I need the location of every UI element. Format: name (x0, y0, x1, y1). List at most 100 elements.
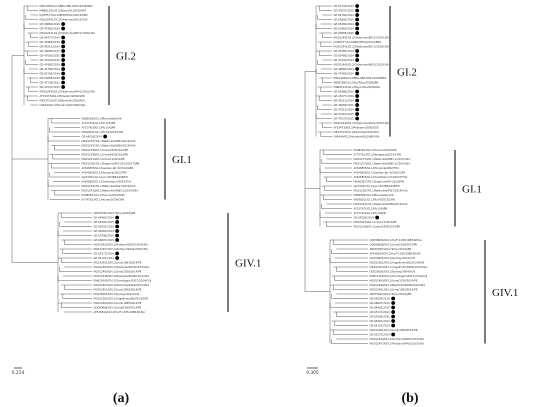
tip-label: MG012418/GI.1/Nashville/9985.1/2014/USA (82, 188, 139, 192)
tip-label: KB856963/GI.1/Manchester/UK (354, 193, 394, 197)
tip-label: GE-65004/2015 (370, 296, 391, 300)
study-sample-marker (355, 4, 360, 8)
study-sample-marker (115, 251, 120, 256)
tip-label: MG012434/GI.1/Lima/11/2014/PE (354, 220, 398, 224)
study-sample-marker (355, 58, 360, 62)
tip-label: AY237421/GI.1/Mc114/JPN (354, 206, 388, 210)
study-sample-marker (375, 215, 380, 220)
tip-label: DQ089688/GIV.1/Lima/1089/2014/PE (94, 305, 142, 309)
study-sample-marker (355, 89, 360, 94)
tip-label: AJ251991/GI.1/Lyon/30388/1998/FR (82, 175, 128, 179)
tip-label: GE-45513/2014 (334, 98, 355, 102)
clade-group: GE-67139/2015GE-47037/2015GE-64784/2014G… (315, 4, 390, 138)
tip-label: MG012400/GIV.1/Lima/1556/2014/PE (94, 269, 142, 273)
tip-label: AY646855/GI.1/Mongolia/2002/THA (82, 170, 128, 174)
study-sample-marker (115, 215, 120, 220)
tip-label: AY646855/GI.1/Sweden-gtc-5/2002/GER (354, 170, 406, 174)
tip-label: MG012400/GIV.1/Lima/1556/2014/PE (370, 278, 418, 282)
tree-branches: KB614056/GI.2/BRA-2BR-DP01/2006/BRAMN661… (11, 4, 152, 314)
study-sample-marker (115, 220, 120, 224)
study-sample-marker (355, 107, 360, 112)
tip-label: AY237421/GI.1/Mc114/JPN (82, 121, 116, 125)
tip-label: MG012398/GI.1/Lima/0930/2014/PE (82, 152, 129, 156)
tip-label: GE-64191/2014 (94, 256, 115, 260)
tip-label: KP298011/GI.1/Mc34/2013/CHN (354, 197, 395, 201)
tip-label: DQ525683/GIV.1/Sydney/2014/AUS (370, 256, 416, 260)
tip-label: AF294739/GI.2/Potsdam/2000/GER (40, 94, 85, 98)
tip-label: GE-46860/2014 (40, 22, 61, 26)
study-sample-marker (355, 13, 360, 17)
tip-label: MG012401/GIV.1/Lima/1083/2014/PE (94, 260, 142, 264)
tree-panel-a: KB614056/GI.2/BRA-2BR-DP01/2006/BRAMN661… (12, 4, 262, 376)
tip-label: GE-64962/2014 (94, 229, 115, 233)
study-sample-marker (61, 76, 66, 80)
tree-branches: GE-67139/2015GE-47037/2015GE-64784/2014G… (304, 4, 427, 345)
study-sample-marker (61, 71, 66, 76)
clade-group: AB970595/GIV.1/Tokyo/2016/JPNGE-64962/20… (57, 211, 152, 314)
tip-label: GE-32968/2015 (40, 40, 61, 44)
clade-label: GI.2 (397, 66, 417, 78)
tip-label: KY747503/GI.1/Hengyang/2014/CHN (354, 152, 401, 156)
study-sample-marker (61, 49, 66, 53)
tip-label: GE-65005/2014 (94, 224, 115, 228)
panel-label-b: (b) (401, 391, 418, 406)
study-sample-marker (355, 8, 360, 13)
tip-label: MN661542/GI.2/Rayon/GL2009/ARG (334, 85, 381, 89)
tip-label: GE-65480/2014 (334, 53, 355, 57)
tip-label: GE-65480/2014 (334, 22, 355, 26)
tip-label: GE-66697/2015 (94, 238, 115, 242)
tip-label: GE-47650/2015 (40, 53, 61, 57)
study-sample-marker (391, 296, 396, 301)
study-sample-marker (115, 229, 120, 233)
tip-label: GE-64962/2014 (370, 305, 391, 309)
tip-label: MG012441/GI.2/Oklahoma/9571/2016/USA (334, 44, 390, 48)
tip-label: GE-47239/2015 (40, 80, 61, 84)
tip-label: U96444/GI.2/Houston/90/1990/USA (40, 103, 86, 107)
study-sample-marker (115, 238, 120, 242)
tree-panel-b: GE-67139/2015GE-47037/2015GE-64784/2014G… (304, 4, 518, 376)
tip-label: GE-45477/2014 (40, 35, 61, 39)
tip-label: AY237420/GI.1/Mc10/JPN (354, 211, 386, 215)
study-sample-marker (391, 323, 396, 328)
tip-label: GE-47815/2014 (334, 107, 355, 111)
tip-label: MG012379/GI.1/Nashville/9985.1/2014/USA (354, 161, 411, 165)
study-sample-marker (61, 44, 66, 49)
tip-label: GE-65172/2014 (370, 332, 391, 336)
tip-label: MG012297/GI.1/Nashville/9427/2014/USA (82, 184, 136, 188)
tip-label: MG012446/GIV.1/Nashville/8496/2014/USA (370, 283, 426, 287)
study-sample-marker (115, 233, 120, 238)
clade-group: DQ058829/GIV.1/Hu/F-1185/1988-B/USADQ089… (329, 238, 427, 345)
tip-label: MK537531/GI.2/Parkville/2016/AUS (334, 130, 380, 134)
tip-label: GE-64962/2014 (370, 319, 391, 323)
tip-label: GE-47443/2014 (334, 58, 355, 62)
tip-label: MG012401/GIV.1/Lima/1083/2014/PE (370, 287, 418, 291)
study-sample-marker (355, 31, 360, 35)
tip-label: AY237420/GI.1/Mc114/JPN (82, 125, 116, 129)
study-sample-marker (61, 22, 66, 26)
tip-label: GE-65748/2014 (40, 71, 61, 75)
tip-label: MG012443/GI.2/Oklahoma/9441/2015/USA (40, 89, 96, 93)
study-sample-marker (61, 67, 66, 71)
study-sample-marker (355, 103, 360, 107)
tip-label: MN661542/GI.2/Rayon/GL2009/ARG (40, 8, 87, 12)
tip-label: GE-63858/2015 (334, 31, 355, 35)
scale-bar-label: 0.305 (306, 370, 319, 376)
tip-label: KB614056/GI.2/BRA-2BR-DP01/2006/BRA (40, 4, 93, 8)
tip-label: MG012420/GIV.1/Portland/0587/2014/USA (94, 242, 149, 246)
tip-label: MG012387/GI.1/Sapporo/HKY-2013/2017/JPN (82, 161, 140, 165)
tip-label: GE-46860/2014 (334, 67, 355, 71)
study-sample-marker (391, 301, 396, 305)
tip-label: KM612405/GIV.1/Chandigarh/2017/2014/GUJ (94, 278, 152, 282)
study-sample-marker (355, 53, 360, 58)
tip-label: GE-64784/2014 (334, 13, 355, 17)
tip-label: GE-63858/2015 (334, 17, 355, 21)
tip-label: HM002617/GI.1/Sapporo/HKY-2013/JPN (354, 179, 404, 183)
tip-label: GE-64962/2014 (94, 215, 115, 219)
scale-bar-label: 0.214 (12, 370, 25, 376)
study-sample-marker (355, 112, 360, 116)
tip-label: MG012402/GIV.1/Lima/1988/2014/PE (94, 301, 142, 305)
tip-label: GE-65004/2015 (94, 220, 115, 224)
tip-label: MG012443/GI.2/Oklahoma/9441/2015/USA (334, 121, 390, 125)
clade-label: GI.1 (172, 154, 192, 166)
tip-label: GE-67006/2015 (94, 233, 115, 237)
